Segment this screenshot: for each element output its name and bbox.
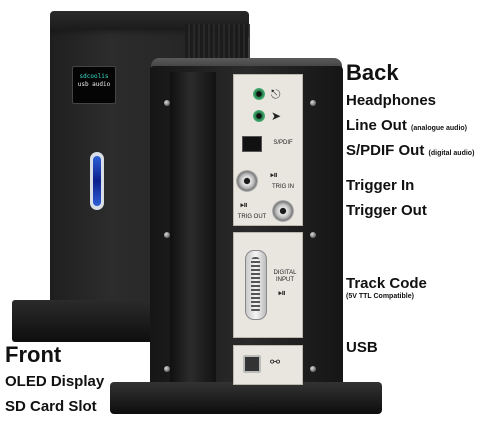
sd-card-slot (90, 152, 104, 210)
spdif-out-label: S/PDIF Out (digital audio) (346, 142, 474, 163)
spdif-panel-label: S/PDIF (273, 140, 293, 146)
line-out-text: Line Out (346, 117, 407, 134)
trig-out-panel-label: TRIG OUT (237, 214, 267, 220)
screw (164, 232, 170, 238)
headphones-jack (253, 88, 265, 100)
line-out-label: Line Out (analogue audio) (346, 117, 467, 138)
screw (310, 366, 316, 372)
trigger-in-label: Trigger In (346, 177, 415, 194)
line-out-icon: ➤ (271, 109, 282, 123)
sd-card-slot-light (93, 156, 101, 206)
front-heading: Front (5, 342, 62, 367)
oled-line-2: usb audio (77, 81, 111, 88)
usb-label: USB (346, 339, 378, 356)
front-unit-base (12, 300, 177, 342)
digital-panel-label-2: INPUT (276, 277, 294, 283)
spdif-out-text: S/PDIF Out (346, 142, 425, 159)
screw (310, 232, 316, 238)
oled-display: sdcoolis usb audio (72, 66, 116, 104)
headphones-icon: ⎋ (271, 87, 281, 101)
pulse-icon: ⏯ (240, 200, 248, 211)
trigger-out-connector (272, 200, 294, 222)
digital-input-panel (233, 232, 303, 338)
track-code-note: (5V TTL Compatible) (346, 293, 414, 300)
oled-display-label: OLED Display (5, 373, 105, 390)
pulse-icon: ⏯ (278, 288, 286, 299)
track-code-label: Track Code (346, 275, 427, 292)
screw (164, 366, 170, 372)
line-out-note: (analogue audio) (411, 125, 467, 132)
headphones-label: Headphones (346, 92, 437, 109)
trigger-out-label: Trigger Out (346, 202, 427, 219)
digital-panel-label-1: DIGITAL (273, 270, 297, 276)
usb-icon: ⚯ (270, 355, 281, 369)
back-heading: Back (346, 60, 399, 85)
back-unit-rail (170, 72, 216, 392)
screw (310, 100, 316, 106)
screw (164, 100, 170, 106)
sd-card-slot-label: SD Card Slot (5, 398, 97, 415)
trig-in-panel-label: TRIG IN (272, 184, 294, 190)
usb-port (243, 355, 261, 373)
line-out-jack (253, 110, 265, 122)
digital-input-connector (245, 250, 267, 320)
back-unit-base (110, 382, 382, 414)
oled-line-1: sdcoolis (79, 73, 109, 80)
spdif-port (242, 136, 262, 152)
pulse-icon: ⏯ (270, 170, 278, 181)
spdif-out-note: (digital audio) (428, 150, 475, 157)
trigger-in-connector (236, 170, 258, 192)
